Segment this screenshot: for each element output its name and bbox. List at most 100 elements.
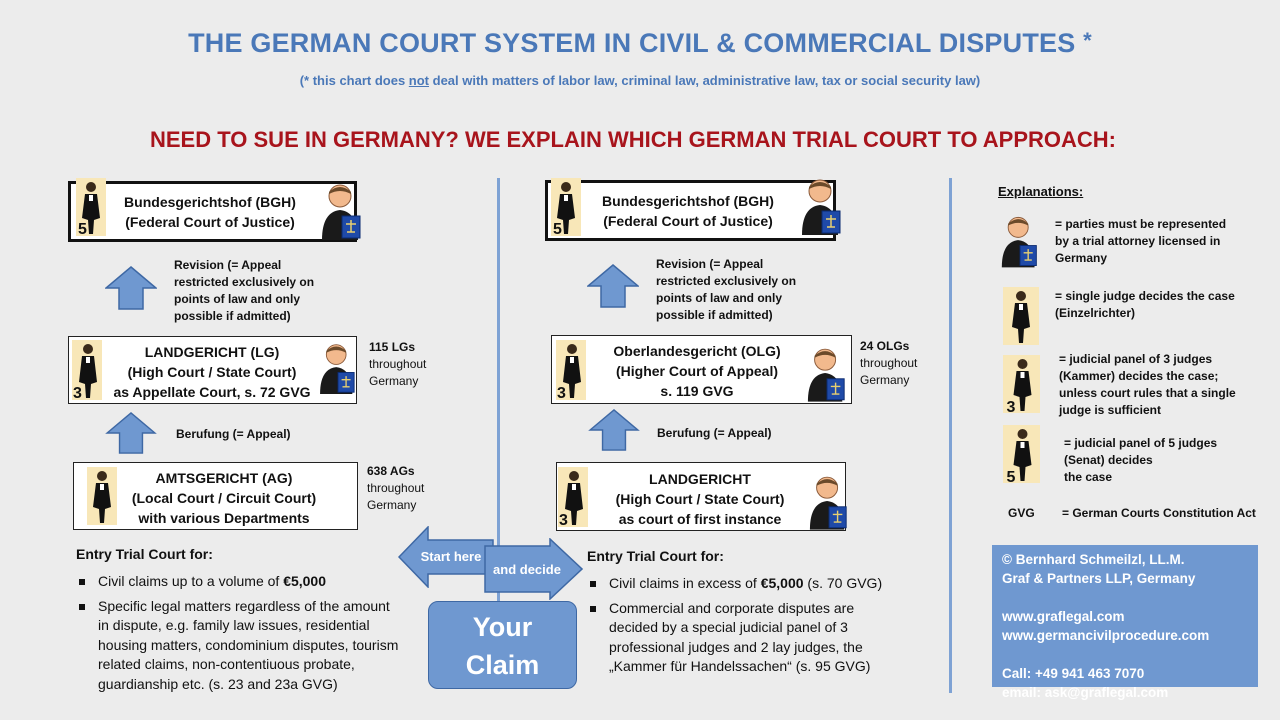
lawyer-icon [318,342,358,394]
count-text: throughout [369,357,427,371]
expl-line: = judicial panel of 5 judges [1064,436,1218,450]
note-line: points of law and only [656,291,782,305]
list-item: Civil claims up to a volume of €5,000 [76,572,416,592]
explanation-panel-5: = judicial panel of 5 judges (Senat) dec… [1064,435,1217,486]
judge-icon: 3 [72,340,102,400]
entry-list-left: Civil claims up to a volume of €5,000 Sp… [76,572,416,699]
contact-line [1002,645,1258,664]
expl-line: = parties must be represented [1055,217,1227,231]
gvg-def: = German Courts Constitution Act [1062,506,1256,520]
gvg-abbr: GVG [1008,506,1035,520]
court-name-en: (Higher Court of Appeal) [615,363,779,379]
page-title: THE GERMAN COURT SYSTEM IN CIVIL & COMME… [0,28,1280,59]
subtitle-not: not [408,73,430,88]
revision-note-left: Revision (= Appeal restricted exclusivel… [174,257,314,325]
judge-icon: 3 [556,340,586,400]
list-item: Specific legal matters regardless of the… [76,597,416,695]
court-bgh-right-text: Bundesgerichtshof (BGH) (Federal Court o… [588,191,788,231]
explanation-lawyer: = parties must be represented by a trial… [1055,216,1226,267]
count-text: Germany [860,373,910,387]
count-number: 638 AGs [367,464,415,478]
note-line: Revision (= Appeal [656,257,764,271]
lawyer-icon [320,182,364,240]
judge-icon: 3 [1003,355,1040,413]
explanation-single-judge: = single judge decides the case (Einzelr… [1055,288,1235,322]
contact-link[interactable]: www.germancivilprocedure.com [1002,628,1210,643]
court-name-en: (High Court / State Court) [127,364,297,380]
judge-icon [1003,287,1039,345]
court-olg-text: Oberlandesgericht (OLG) (Higher Court of… [590,341,804,401]
svg-text:3: 3 [73,385,82,400]
headline: NEED TO SUE IN GERMANY? WE EXPLAIN WHICH… [150,127,1116,152]
entry-line: professional judges and 2 lay judges, th… [609,638,863,655]
entry-amount: €5,000 [283,573,327,589]
count-number: 24 OLGs [860,339,910,353]
entry-line: Commercial and corporate disputes are [609,599,855,616]
contact-line: Graf & Partners LLP, Germany [1002,571,1196,586]
court-role: s. 119 GVG [660,383,734,399]
entry-line: „Kammer für Handelssachen“ (s. 95 GVG) [609,658,871,674]
court-lg-left-text: LANDGERICHT (LG) (High Court / State Cou… [106,342,318,402]
expl-line: = single judge decides the case [1055,289,1235,303]
court-role: as Appellate Court, s. 72 GVG [113,384,311,400]
contact-link[interactable]: www.graflegal.com [1002,609,1125,624]
lawyer-icon [800,176,844,236]
note-line: possible if admitted) [656,308,773,322]
explanations-title: Explanations: [998,184,1084,199]
your-claim-button[interactable]: Your Claim [428,601,577,689]
court-lg-left [68,336,357,404]
expl-line: unless court rules that a single [1059,386,1236,400]
court-lg-right-text: LANDGERICHT (High Court / State Court) a… [594,469,806,529]
note-line: restricted exclusively on [174,275,315,289]
court-name: LANDGERICHT (LG) [144,344,280,360]
divider-right [949,178,952,693]
subtitle: (* this chart does not deal with matters… [0,73,1280,88]
court-lg-right [556,462,846,531]
judge-icon: 5 [551,178,581,236]
revision-note-right: Revision (= Appeal restricted exclusivel… [656,256,796,324]
explanation-panel-3: = judicial panel of 3 judges (Kammer) de… [1059,351,1236,419]
contact-email[interactable]: email: ask@graflegal.com [1002,685,1169,700]
up-arrow-icon [587,264,639,308]
entry-line: Specific legal matters regardless of the… [98,597,390,614]
court-name: Bundesgerichtshof (BGH) [602,193,774,209]
entry-list-right: Civil claims in excess of €5,000 (s. 70 … [587,574,927,682]
lg-count: 115 LGs throughout Germany [369,339,426,390]
list-item: Commercial and corporate disputes are de… [587,599,927,677]
court-ag-text: AMTSGERICHT (AG) (Local Court / Circuit … [118,468,330,528]
expl-line: Germany [1055,251,1108,265]
entry-title-right: Entry Trial Court for: [587,548,724,564]
court-name-en: (Federal Court of Justice) [125,214,295,230]
start-here-label: Start here [420,549,482,564]
court-name: AMTSGERICHT (AG) [155,470,293,486]
court-name-en: (High Court / State Court) [615,491,785,507]
note-line: Revision (= Appeal [174,258,282,272]
svg-text:5: 5 [78,221,87,236]
expl-line: by a trial attorney licensed in [1055,234,1221,248]
court-bgh-left [68,181,357,242]
count-text: Germany [367,498,417,512]
judge-icon [87,467,117,525]
expl-line: judge is sufficient [1059,403,1162,417]
svg-text:5: 5 [553,221,562,236]
entry-line: decided by a special judicial panel of 3 [609,619,848,635]
entry-text: Civil claims in excess of [609,575,761,591]
entry-line: in dispute, e.g. family law issues, resi… [98,617,370,633]
court-role: with various Departments [138,510,310,526]
svg-text:3: 3 [559,512,568,527]
entry-line: related claims, non-contentiuous probate… [98,656,355,672]
expl-line: = judicial panel of 3 judges [1059,352,1213,366]
contact-line [1002,588,1258,607]
count-text: throughout [367,481,425,495]
lawyer-icon [1000,213,1040,269]
court-name: Bundesgerichtshof (BGH) [124,194,296,210]
note-line: restricted exclusively on [656,274,797,288]
judge-icon: 5 [1003,425,1040,483]
note-line: possible if admitted) [174,309,291,323]
entry-text: Civil claims up to a volume of [98,573,284,589]
court-bgh-right [545,180,836,241]
berufung-note-left: Berufung (= Appeal) [176,427,291,441]
olg-count: 24 OLGs throughout Germany [860,338,917,389]
court-name: LANDGERICHT [649,471,751,487]
contact-phone[interactable]: Call: +49 941 463 7070 [1002,666,1145,681]
